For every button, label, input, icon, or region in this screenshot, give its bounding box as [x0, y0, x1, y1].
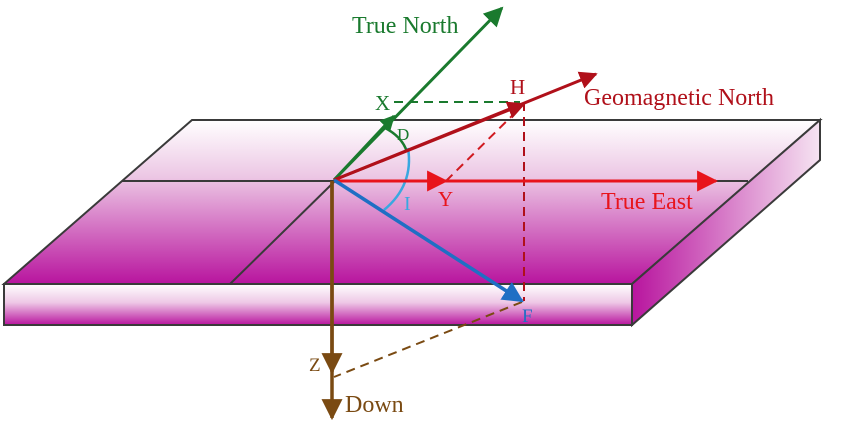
d-label: D	[397, 125, 409, 144]
h-component-arrow	[333, 101, 526, 182]
geomagnetic-north-label: Geomagnetic North	[584, 85, 774, 111]
f-to-z-dashed-line	[333, 301, 523, 378]
plate-front-face	[3, 283, 633, 326]
plate-side-face	[631, 117, 821, 328]
x-component-arrow	[332, 114, 396, 182]
f-label: F	[522, 306, 533, 327]
true-east-label: True East	[601, 189, 693, 215]
x-label: X	[375, 91, 390, 115]
ground-plate	[1, 117, 823, 328]
true-north-label: True North	[352, 13, 458, 39]
down-label: Down	[345, 392, 404, 418]
plate-divider-diagonal	[229, 180, 336, 285]
total-field-f-arrow	[333, 178, 524, 303]
i-label: I	[404, 193, 411, 215]
y-label: Y	[438, 187, 453, 211]
h-label: H	[510, 75, 525, 99]
z-label: Z	[309, 355, 321, 376]
